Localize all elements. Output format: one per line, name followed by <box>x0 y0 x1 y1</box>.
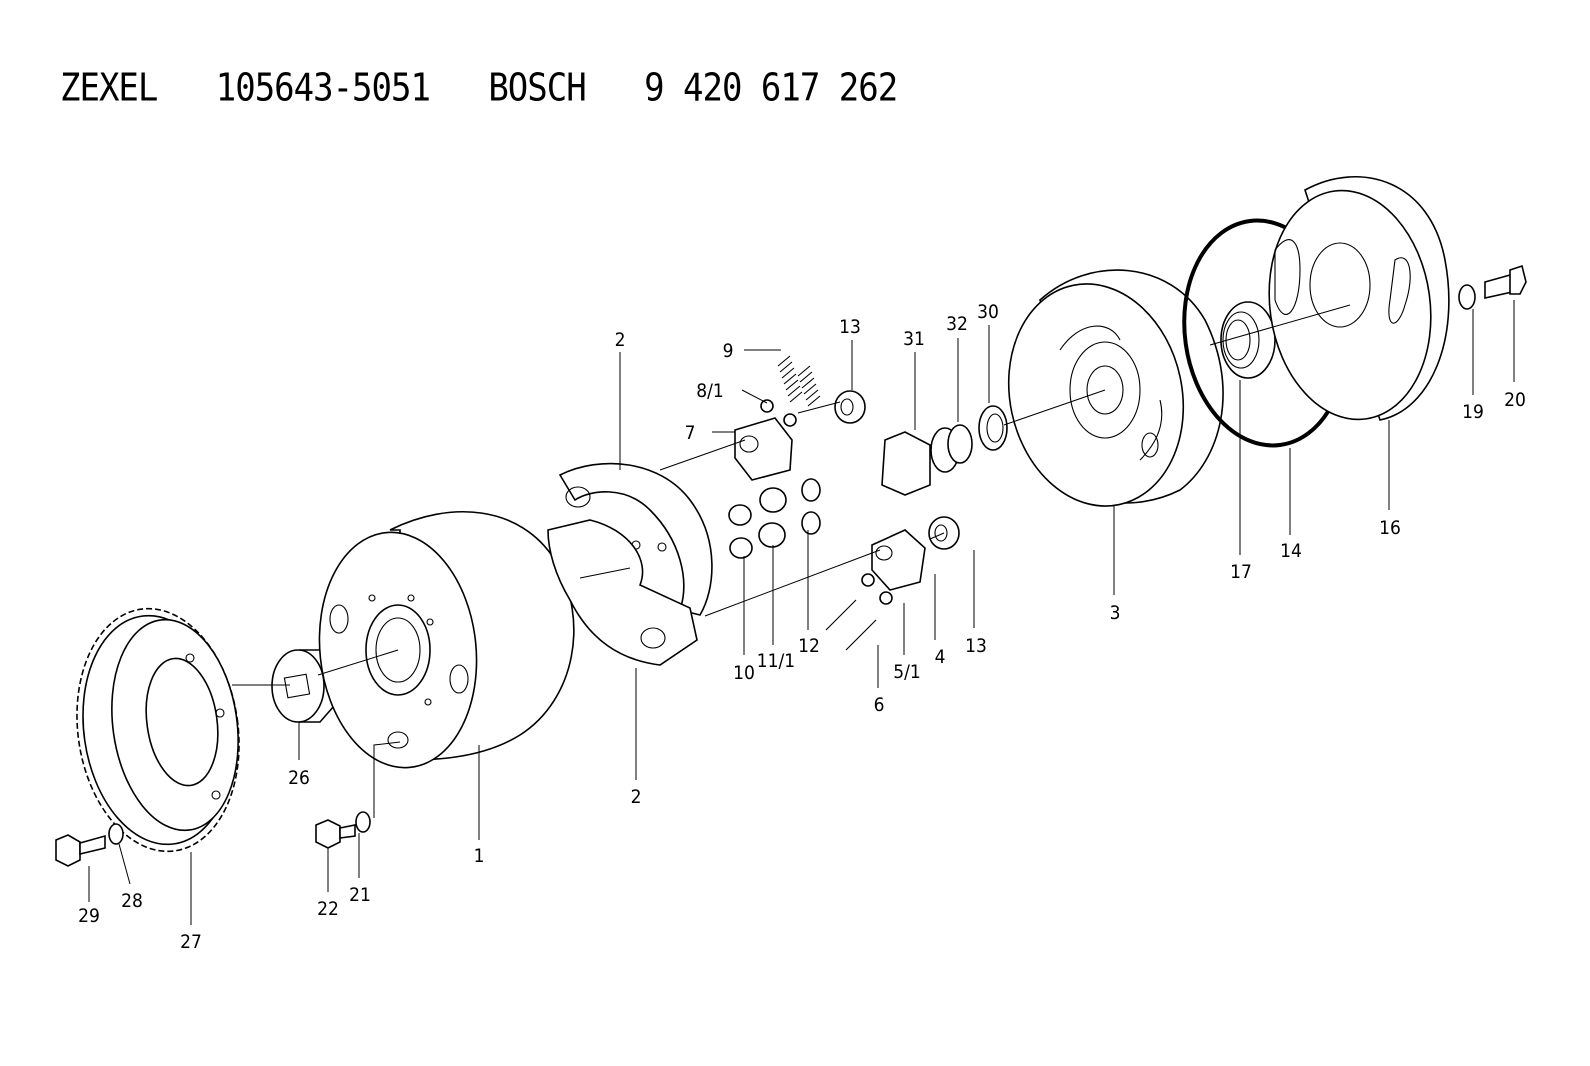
callout-14: 14 <box>1280 540 1302 562</box>
part-5-1-washers <box>861 573 893 605</box>
leader-lines <box>88 300 1515 925</box>
part-7-block <box>734 417 793 481</box>
callout-17: 17 <box>1230 561 1252 583</box>
callout-2-top: 2 <box>615 329 626 351</box>
part-6-springs <box>825 599 877 651</box>
callout-19: 19 <box>1462 401 1484 423</box>
part-2-flyweight-upper <box>558 462 713 616</box>
part-4-block <box>871 529 926 591</box>
callout-22: 22 <box>317 898 339 920</box>
part-32-o-ring <box>947 424 973 464</box>
callout-16: 16 <box>1379 517 1401 539</box>
part-13-ring-upper <box>834 390 866 424</box>
part-12-rings <box>801 478 821 535</box>
callout-labels: 2 9 8/1 7 13 31 32 30 19 20 16 17 14 3 1… <box>78 301 1526 953</box>
part-17-seal <box>1220 301 1276 379</box>
part-16-cover <box>1268 176 1450 421</box>
part-11-1-sleeves <box>758 487 787 548</box>
callout-2-bottom: 2 <box>631 786 642 808</box>
callout-32: 32 <box>946 313 968 335</box>
callout-31: 31 <box>903 328 925 350</box>
part-29-bolt <box>55 834 106 867</box>
callout-13-bottom: 13 <box>965 635 987 657</box>
part-19-washer <box>1458 284 1476 310</box>
part-20-bolt <box>1484 264 1527 299</box>
callout-27: 27 <box>180 931 202 953</box>
callout-12: 12 <box>798 635 820 657</box>
part-30-washer <box>978 405 1008 451</box>
callout-6: 6 <box>874 694 885 716</box>
part-9-springs <box>777 355 821 407</box>
callout-10: 10 <box>733 662 755 684</box>
part-21-washer <box>355 811 371 833</box>
part-27-gear <box>76 607 240 853</box>
callout-29: 29 <box>78 905 100 927</box>
callout-13-top: 13 <box>839 316 861 338</box>
callout-1: 1 <box>474 845 485 867</box>
callout-26: 26 <box>288 767 310 789</box>
callout-9: 9 <box>723 340 734 362</box>
assembly-axis-lines <box>232 304 1351 686</box>
part-1-hub-body <box>318 510 575 769</box>
part-26-plug <box>271 649 335 723</box>
part-28-washer <box>108 823 124 845</box>
part-22-bolt <box>315 819 356 849</box>
callout-30: 30 <box>977 301 999 323</box>
part-2-flyweight-lower <box>547 519 698 666</box>
callout-5-1: 5/1 <box>893 661 921 683</box>
callout-28: 28 <box>121 890 143 912</box>
callout-4: 4 <box>935 646 946 668</box>
part-10-bushings <box>728 504 753 559</box>
callout-11-1: 11/1 <box>757 650 795 672</box>
callout-7: 7 <box>685 422 696 444</box>
callout-3: 3 <box>1110 602 1121 624</box>
diagram-title: ZEXEL 105643-5051 BOSCH 9 420 617 262 <box>60 66 898 111</box>
part-8-1-washers <box>760 399 797 427</box>
callout-21: 21 <box>349 884 371 906</box>
callout-8-1: 8/1 <box>696 380 724 402</box>
part-3-housing <box>1007 269 1224 507</box>
callout-20: 20 <box>1504 389 1526 411</box>
part-31-plug <box>881 427 960 496</box>
